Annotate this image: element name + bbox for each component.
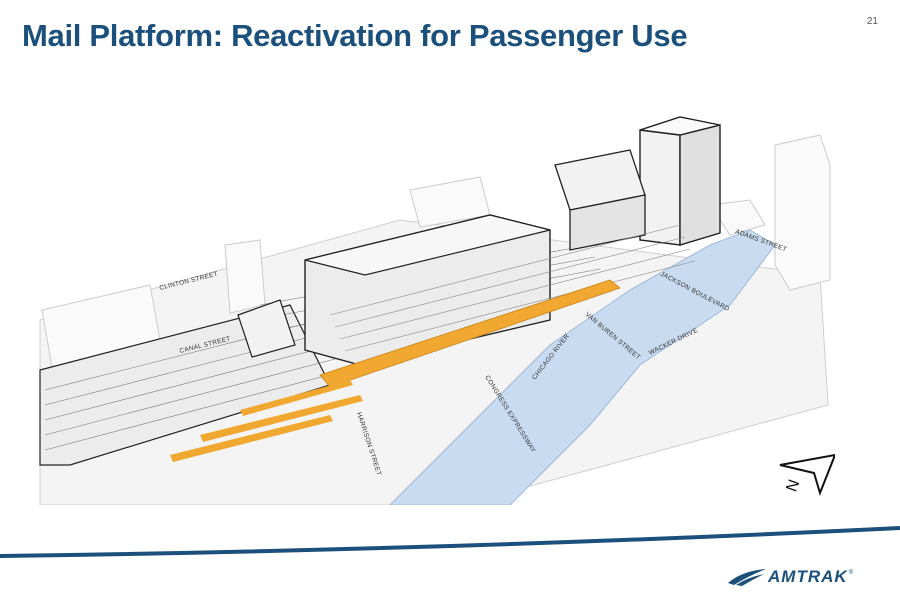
north-arrow-label: N: [783, 477, 803, 494]
tower-side: [679, 124, 721, 246]
chicago-river: [389, 229, 776, 505]
tower-front: [639, 129, 681, 246]
north-arrow: N: [779, 453, 835, 497]
platform-highlight-strip: [240, 380, 353, 416]
context-building: [709, 199, 766, 236]
union-station-roof: [304, 214, 551, 276]
annex-building: [237, 299, 296, 358]
amtrak-logo-mark-icon: [728, 569, 766, 586]
mail-platform-highlight: [319, 279, 621, 388]
context-building: [224, 239, 266, 314]
isometric-station-diagram: CLINTON STREET CANAL STREET HARRISON STR…: [30, 105, 835, 505]
footer-rule: [0, 526, 900, 558]
context-building: [774, 134, 831, 291]
amtrak-logo: AMTRAK ®: [728, 566, 888, 588]
amtrak-logo-reg: ®: [848, 570, 854, 576]
tower-top: [639, 116, 721, 136]
platform-highlight-strip: [200, 395, 363, 442]
platform-highlight-strip: [170, 415, 333, 462]
amtrak-logo-text: AMTRAK: [768, 567, 848, 586]
page-number: 21: [866, 16, 878, 27]
concourse-tracks: [329, 224, 696, 352]
diagram-svg: CLINTON STREET CANAL STREET HARRISON STR…: [39, 116, 835, 505]
slide-title: Mail Platform: Reactivation for Passenge…: [22, 18, 688, 53]
post-office-building-side: [569, 194, 646, 251]
north-arrow-icon: [779, 453, 835, 497]
